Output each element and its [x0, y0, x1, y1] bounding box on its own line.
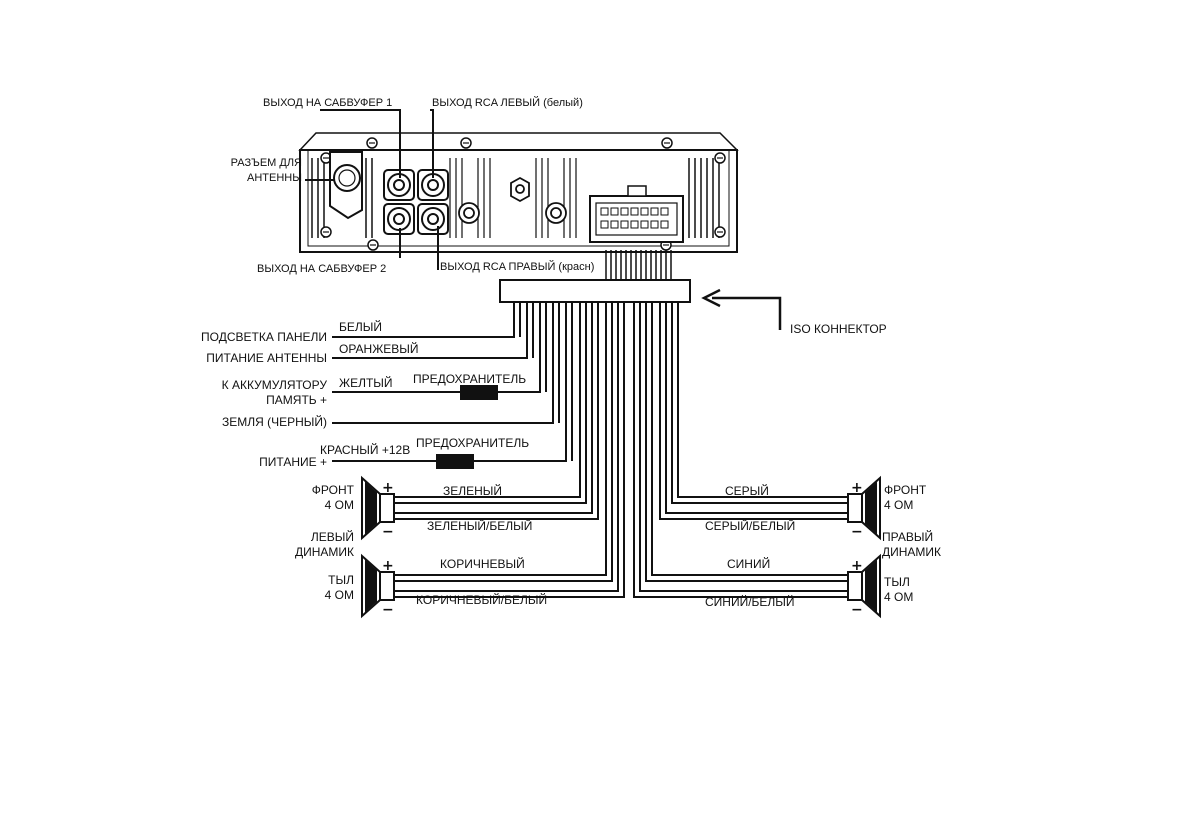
label-rear-left-1: ТЫЛ	[328, 573, 354, 587]
label-gray: СЕРЫЙ	[725, 483, 769, 498]
label-right-speaker-1: ПРАВЫЙ	[882, 529, 933, 544]
label-left-speaker-2: ДИНАМИК	[295, 545, 354, 559]
label-rear-left-2: 4 ОМ	[325, 588, 354, 602]
speaker-rear-left	[361, 553, 395, 619]
label-sub-out-2: ВЫХОД НА САБВУФЕР 2	[257, 263, 386, 275]
label-fuse-2: ПРЕДОХРАНИТЕЛЬ	[416, 436, 529, 450]
leader-lines	[305, 109, 439, 270]
iso-arrow	[701, 288, 782, 330]
label-fuse-1: ПРЕДОХРАНИТЕЛЬ	[413, 372, 526, 386]
label-antenna-power: ПИТАНИЕ АНТЕННЫ	[206, 351, 327, 365]
speaker-rear-right	[847, 553, 881, 619]
minus-rear-right: −	[851, 602, 863, 618]
label-panel-light: ПОДСВЕТКА ПАНЕЛИ	[201, 330, 327, 344]
label-rca-right: ВЫХОД RCA ПРАВЫЙ (красн)	[440, 260, 594, 273]
label-left-speaker-1: ЛЕВЫЙ	[311, 529, 354, 544]
iso-connector-plug	[499, 279, 691, 303]
left-speaker-wires	[394, 302, 625, 598]
label-antenna-socket-1: РАЗЪЕМ ДЛЯ	[231, 157, 302, 169]
label-front-left-2: 4 ОМ	[325, 498, 354, 512]
label-red-12v: КРАСНЫЙ +12В	[320, 442, 410, 457]
label-white: БЕЛЫЙ	[339, 319, 382, 334]
label-rear-right-1: ТЫЛ	[884, 575, 910, 589]
label-antenna-socket-2: АНТЕННЫ	[247, 172, 302, 184]
label-sub-out-1: ВЫХОД НА САБВУФЕР 1	[263, 97, 392, 109]
label-rca-left: ВЫХОД RCA ЛЕВЫЙ (белый)	[432, 96, 583, 109]
minus-front-right: −	[851, 524, 863, 540]
fuse-memory	[460, 385, 498, 400]
label-battery-2: ПАМЯТЬ +	[266, 393, 327, 407]
harness-bundle	[605, 250, 672, 280]
plus-rear-right: +	[851, 558, 863, 574]
label-ground: ЗЕМЛЯ (ЧЕРНЫЙ)	[222, 414, 327, 429]
label-iso-connector: ISO КОННЕКТОР	[790, 322, 887, 336]
rca-jacks	[383, 169, 449, 235]
label-front-right-2: 4 ОМ	[884, 498, 913, 512]
label-green: ЗЕЛЕНЫЙ	[443, 483, 502, 498]
label-front-left-1: ФРОНТ	[312, 483, 355, 497]
label-brown: КОРИЧНЕВЫЙ	[440, 556, 525, 571]
label-front-right-1: ФРОНТ	[884, 483, 927, 497]
right-speaker-wires	[633, 302, 848, 598]
label-gray-white: СЕРЫЙ/БЕЛЫЙ	[705, 518, 795, 533]
head-unit-rear-panel	[298, 132, 739, 253]
speaker-front-right	[847, 475, 881, 541]
minus-front-left: −	[382, 524, 394, 540]
label-rear-right-2: 4 ОМ	[884, 590, 913, 604]
plus-rear-left: +	[382, 558, 394, 574]
label-right-speaker-2: ДИНАМИК	[882, 545, 941, 559]
iso-socket	[589, 185, 684, 243]
label-blue-white: СИНИЙ/БЕЛЫЙ	[705, 594, 795, 609]
label-brown-white: КОРИЧНЕВЫЙ/БЕЛЫЙ	[416, 592, 547, 607]
label-blue: СИНИЙ	[727, 556, 770, 571]
power-wires	[332, 302, 573, 462]
minus-rear-left: −	[382, 602, 394, 618]
plus-front-right: +	[851, 480, 863, 496]
label-green-white: ЗЕЛЕНЫЙ/БЕЛЫЙ	[427, 518, 532, 533]
speaker-front-left	[361, 475, 395, 541]
label-orange: ОРАНЖЕВЫЙ	[339, 341, 419, 356]
plus-front-left: +	[382, 480, 394, 496]
label-power: ПИТАНИЕ +	[259, 455, 327, 469]
label-battery-1: К АККУМУЛЯТОРУ	[222, 378, 328, 392]
fuse-power	[436, 454, 474, 469]
label-yellow: ЖЕЛТЫЙ	[339, 375, 393, 390]
